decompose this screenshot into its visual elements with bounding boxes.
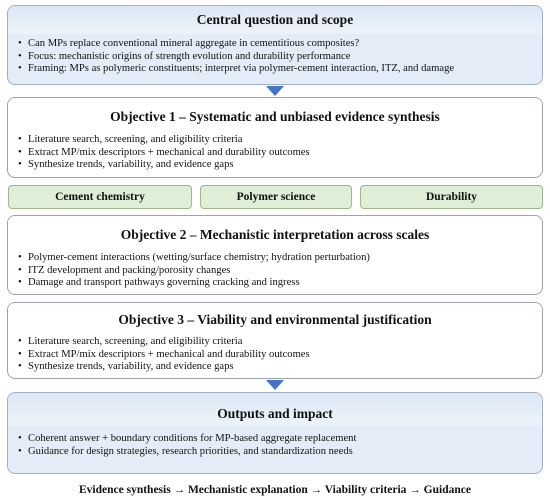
bullet-item: •Damage and transport pathways governing… (18, 277, 300, 289)
bullet-item: •Focus: mechanistic origins of strength … (18, 50, 351, 62)
bullet-item: •Synthesize trends, variability, and evi… (18, 159, 234, 171)
objective-3-title: Objective 3 – Viability and environmenta… (8, 303, 542, 332)
bullet-item: •Literature search, screening, and eligi… (18, 336, 243, 347)
tag-polymer-science: Polymer science (200, 185, 352, 209)
tag-durability: Durability (360, 185, 543, 209)
central-question-bullets: •Can MPs replace conventional mineral ag… (8, 34, 542, 76)
bullet-item: •Coherent answer + boundary conditions f… (18, 433, 357, 444)
objective-1-bullets: •Literature search, screening, and eligi… (8, 128, 542, 172)
workflow-caption: Evidence synthesis → Mechanistic explana… (79, 484, 471, 496)
bullet-item: •Extract MP/mix descriptors + mechanical… (18, 348, 310, 360)
bullet-item: •Can MPs replace conventional mineral ag… (18, 38, 360, 49)
tag-cement-chemistry: Cement chemistry (8, 185, 192, 209)
bullet-item: •Framing: MPs as polymeric constituents;… (18, 63, 455, 75)
outputs-box: Outputs and impact •Coherent answer + bo… (7, 392, 543, 474)
bullet-item: •Polymer-cement interactions (wetting/su… (18, 252, 370, 263)
objective-1-box: Objective 1 – Systematic and unbiased ev… (7, 97, 543, 178)
outputs-bullets: •Coherent answer + boundary conditions f… (8, 426, 542, 458)
central-question-box: Central question and scope •Can MPs repl… (7, 5, 543, 85)
bullet-item: •Synthesize trends, variability, and evi… (18, 361, 234, 373)
flow-arrow-down-icon (266, 86, 284, 96)
objective-3-bullets: •Literature search, screening, and eligi… (8, 332, 542, 374)
objective-2-title: Objective 2 – Mechanistic interpretation… (8, 216, 542, 246)
central-question-title: Central question and scope (8, 6, 542, 34)
objective-2-bullets: •Polymer-cement interactions (wetting/su… (8, 246, 542, 290)
objective-3-box: Objective 3 – Viability and environmenta… (7, 302, 543, 379)
bullet-item: •Guidance for design strategies, researc… (18, 445, 353, 457)
objective-1-title: Objective 1 – Systematic and unbiased ev… (8, 98, 542, 128)
bullet-item: •Literature search, screening, and eligi… (18, 134, 243, 145)
bullet-item: •Extract MP/mix descriptors + mechanical… (18, 146, 310, 158)
flow-arrow-down-icon (266, 380, 284, 390)
bullet-item: •ITZ development and packing/porosity ch… (18, 264, 231, 276)
outputs-title: Outputs and impact (8, 393, 542, 426)
objective-2-box: Objective 2 – Mechanistic interpretation… (7, 215, 543, 295)
